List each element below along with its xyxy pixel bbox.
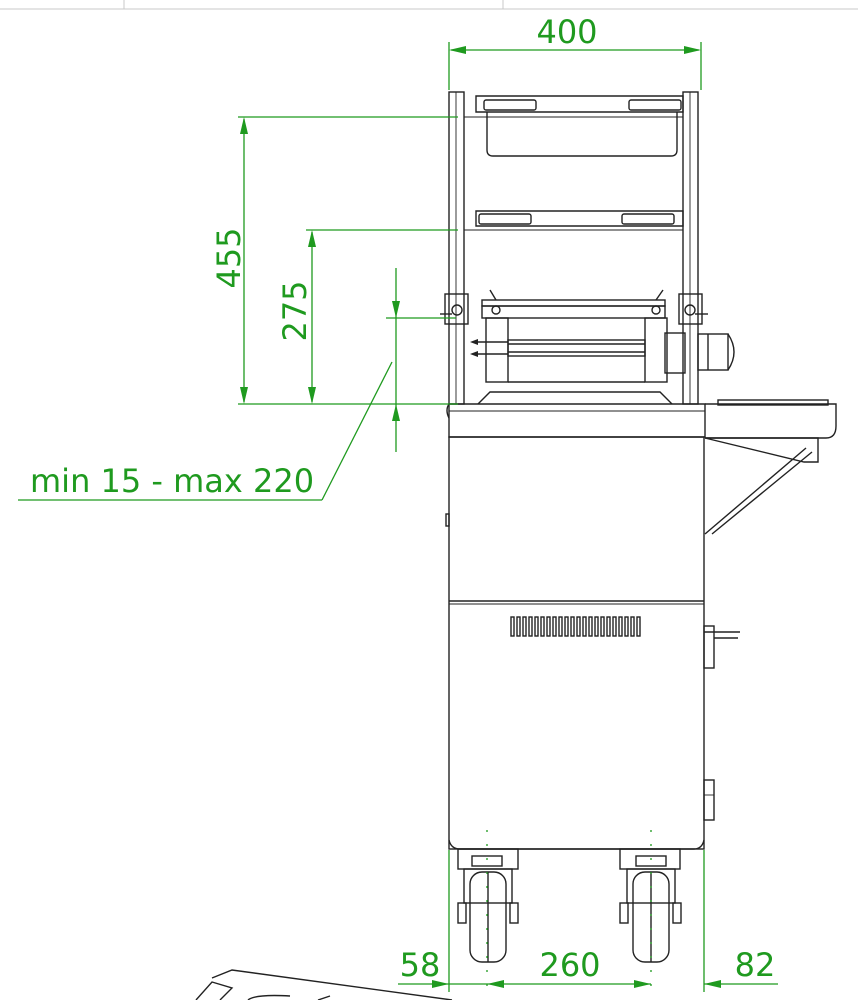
dim-label-wheel-left: 58 bbox=[400, 946, 441, 984]
dim-adjust-range: min 15 - max 220 bbox=[18, 268, 456, 501]
vent-slot bbox=[594, 616, 599, 637]
vent-slot bbox=[612, 616, 617, 637]
vent-slot bbox=[606, 616, 611, 637]
vent-slot bbox=[576, 616, 581, 637]
rotated-view-fragment bbox=[195, 969, 453, 1000]
post-clamps bbox=[440, 293, 708, 325]
vent-slot bbox=[636, 616, 641, 637]
vent-slot bbox=[600, 616, 605, 637]
vent-grille bbox=[510, 616, 641, 637]
vent-slot bbox=[564, 616, 569, 637]
dim-label-wheel-right: 82 bbox=[735, 946, 776, 984]
spit-mechanism bbox=[470, 289, 735, 405]
dim-height-upper: 455 bbox=[210, 116, 458, 405]
vent-slot bbox=[528, 616, 533, 637]
dim-label-wheel-spacing: 260 bbox=[539, 946, 600, 984]
dim-label-width-top: 400 bbox=[536, 13, 597, 51]
dimensions: 400 455 275 min 15 - max 220 bbox=[18, 13, 778, 992]
vent-slot bbox=[570, 616, 575, 637]
vent-slot bbox=[624, 616, 629, 637]
dim-height-lower: 275 bbox=[276, 229, 458, 404]
vent-slot bbox=[546, 616, 551, 637]
vent-slot bbox=[522, 616, 527, 637]
sheet-frame bbox=[0, 0, 858, 10]
vent-slot bbox=[558, 616, 563, 637]
vent-slot bbox=[510, 616, 515, 637]
dim-wheel-positions: 58 260 82 bbox=[398, 830, 778, 992]
dim-label-height-upper: 455 bbox=[210, 227, 248, 288]
vent-slot bbox=[588, 616, 593, 637]
vent-slot bbox=[630, 616, 635, 637]
vent-slot bbox=[552, 616, 557, 637]
vent-slot bbox=[534, 616, 539, 637]
machine-outline bbox=[195, 91, 837, 1000]
vent-slot bbox=[516, 616, 521, 637]
dim-label-height-lower: 275 bbox=[276, 280, 314, 341]
side-shelf bbox=[704, 399, 837, 535]
caster-left bbox=[457, 848, 519, 963]
counter-top bbox=[446, 403, 706, 438]
vent-slot bbox=[540, 616, 545, 637]
vent-slot bbox=[618, 616, 623, 637]
dim-width-top: 400 bbox=[448, 13, 702, 90]
vent-slot bbox=[582, 616, 587, 637]
cabinet-body bbox=[445, 436, 740, 850]
upper-tray bbox=[464, 95, 684, 157]
caster-right bbox=[619, 848, 682, 963]
lower-tray bbox=[464, 210, 684, 231]
dim-label-adjust-range: min 15 - max 220 bbox=[30, 462, 314, 500]
